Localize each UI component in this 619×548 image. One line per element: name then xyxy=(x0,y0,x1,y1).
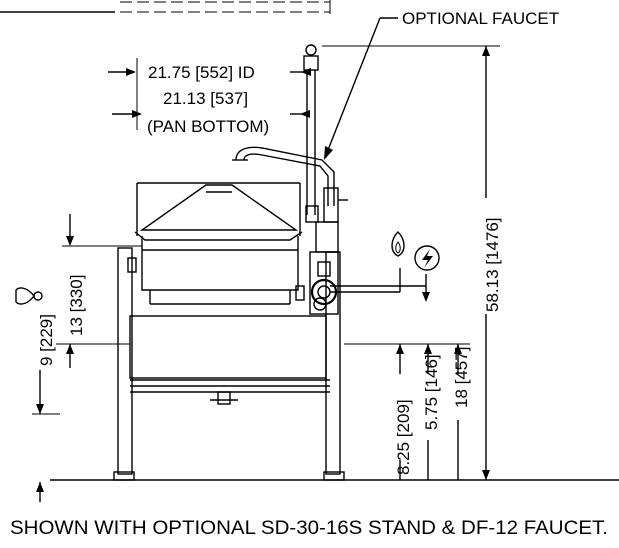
top-fragment xyxy=(0,0,331,14)
kettle-body xyxy=(134,182,305,305)
overall-height-dimension xyxy=(322,45,500,481)
water-drop-icon xyxy=(15,287,43,305)
id-width-label: 21.75 [552] ID xyxy=(148,63,255,82)
pan-bottom-width-label: 21.13 [537] xyxy=(163,89,248,108)
height-229-label: 9 [229] xyxy=(37,314,56,366)
height-209-label: 8.25 [209] xyxy=(394,399,413,475)
height-229-dimension xyxy=(32,370,60,502)
control-pedestal xyxy=(309,221,426,315)
faucet-leader xyxy=(324,17,398,160)
stand xyxy=(113,247,345,481)
pan-bottom-note: (PAN BOTTOM) xyxy=(147,117,269,136)
height-457-label: 18 [457] xyxy=(452,347,471,408)
height-330-label: 13 [330] xyxy=(67,275,86,336)
overall-height-label: 58.13 [1476] xyxy=(483,217,502,312)
height-330-dimension xyxy=(56,214,142,368)
optional-faucet-label: OPTIONAL FAUCET xyxy=(402,9,559,28)
drawing-caption: SHOWN WITH OPTIONAL SD-30-16S STAND & DF… xyxy=(10,518,608,539)
gas-flame-icon xyxy=(391,231,405,257)
lower-height-dimensions xyxy=(344,343,470,480)
height-146-label: 5.75 [146] xyxy=(422,354,441,430)
utility-leaders xyxy=(399,268,430,302)
electric-bolt-icon xyxy=(414,245,440,271)
